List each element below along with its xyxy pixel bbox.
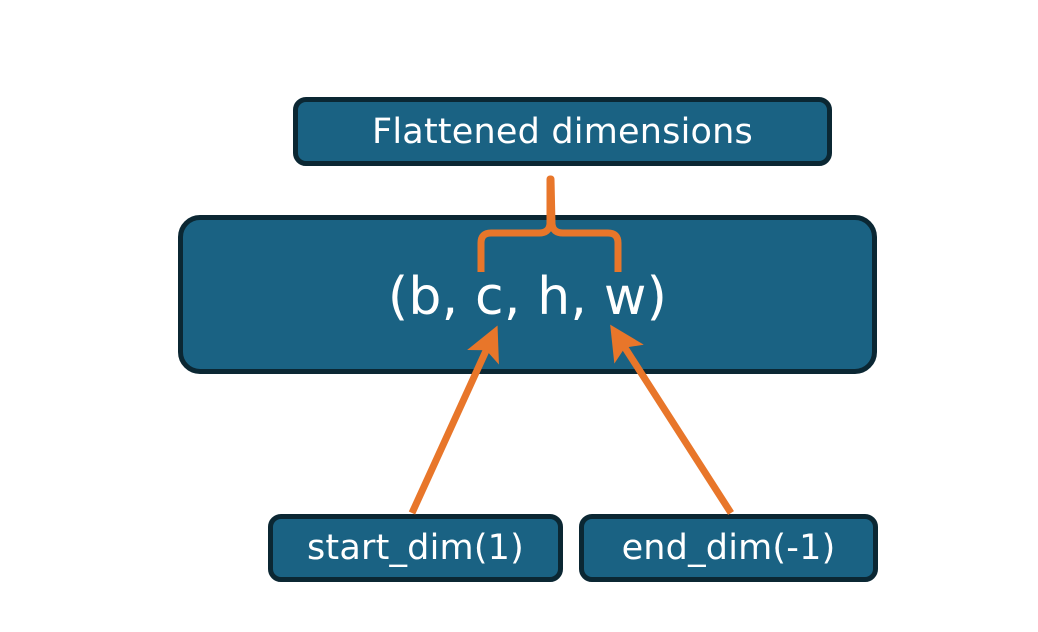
end-dim-box: end_dim(-1): [579, 514, 878, 582]
flattened-dimensions-box: Flattened dimensions: [293, 97, 832, 166]
shape-tuple-box: (b, c, h, w): [178, 215, 877, 374]
start-dim-box: start_dim(1): [268, 514, 563, 582]
shape-tuple-label: (b, c, h, w): [387, 266, 668, 327]
flattened-dimensions-label: Flattened dimensions: [372, 111, 753, 152]
start-dim-label: start_dim(1): [306, 528, 525, 568]
end-dim-label: end_dim(-1): [621, 528, 836, 568]
